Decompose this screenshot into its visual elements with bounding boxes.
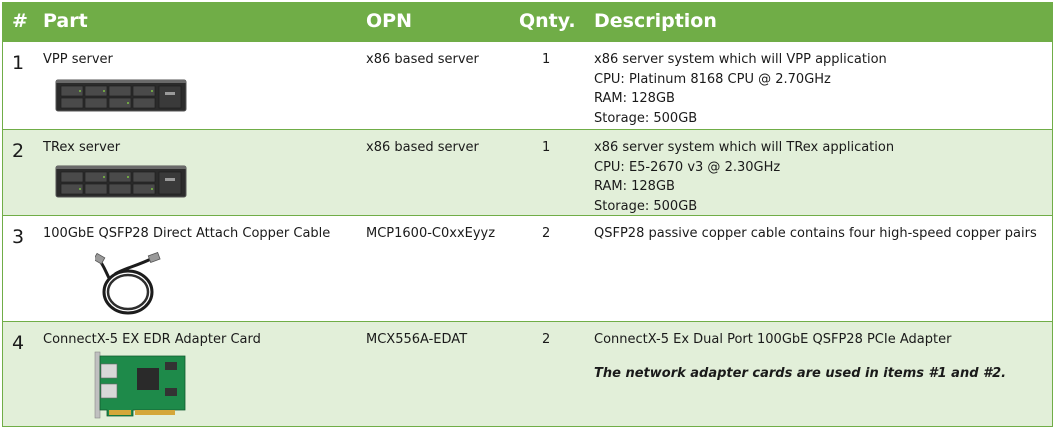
table-row: 4 ConnectX-5 EX EDR Adapter Card MCX556A… — [3, 322, 1052, 427]
part-name: ConnectX-5 EX EDR Adapter Card — [43, 332, 261, 347]
description-line: x86 server system which will VPP applica… — [594, 52, 887, 67]
description: ConnectX-5 Ex Dual Port 100GbE QSFP28 PC… — [594, 330, 1006, 383]
header-part: Part — [43, 10, 88, 32]
qty-value: 2 — [542, 332, 551, 347]
row-number: 3 — [12, 226, 25, 248]
description-line: CPU: E5-2670 v3 @ 2.30GHz — [594, 159, 781, 175]
opn-value: x86 based server — [366, 140, 479, 155]
description-line: Storage: 500GB — [594, 110, 698, 126]
description-line: QSFP28 passive copper cable contains fou… — [594, 226, 1037, 241]
opn-value: x86 based server — [366, 52, 479, 67]
qty-value: 1 — [542, 52, 551, 67]
row-number: 4 — [12, 332, 25, 354]
description-line: Storage: 500GB — [594, 198, 698, 214]
copper-cable-image — [95, 252, 161, 315]
part-name: VPP server — [43, 52, 113, 67]
spacer — [594, 350, 1006, 364]
opn-value: MCP1600-C0xxEyyz — [366, 226, 496, 241]
qty-value: 1 — [542, 140, 551, 155]
description-line: RAM: 128GB — [594, 91, 675, 106]
description-note: The network adapter cards are used in it… — [594, 365, 1007, 381]
header-opn: OPN — [366, 10, 412, 32]
table-row: 1 VPP server x86 based server 1 x86 serv… — [3, 42, 1052, 130]
rack-server-image — [55, 79, 187, 112]
description: QSFP28 passive copper cable contains fou… — [594, 224, 1037, 244]
part-name: TRex server — [43, 140, 121, 155]
header-qty: Qnty. — [519, 10, 576, 32]
row-number: 2 — [12, 140, 25, 162]
description-line: ConnectX-5 Ex Dual Port 100GbE QSFP28 PC… — [594, 332, 952, 347]
table-header: # Part OPN Qnty. Description — [3, 2, 1052, 42]
adapter-card-image — [94, 351, 186, 419]
opn-value: MCX556A-EDAT — [366, 332, 468, 347]
qty-value: 2 — [542, 226, 551, 241]
header-num: # — [12, 10, 28, 32]
table-row: 3 100GbE QSFP28 Direct Attach Copper Cab… — [3, 216, 1052, 322]
part-name: 100GbE QSFP28 Direct Attach Copper Cable — [43, 226, 331, 241]
header-description: Description — [594, 10, 717, 32]
description: x86 server system which will TRex applic… — [594, 138, 894, 216]
description-line: x86 server system which will TRex applic… — [594, 140, 895, 155]
table-row: 2 TRex server x86 based server 1 x86 ser… — [3, 130, 1052, 216]
description-line: CPU: Platinum 8168 CPU @ 2.70GHz — [594, 71, 831, 87]
description-line: RAM: 128GB — [594, 179, 675, 194]
row-number: 1 — [12, 52, 25, 74]
description: x86 server system which will VPP applica… — [594, 50, 887, 128]
rack-server-image — [55, 165, 187, 198]
